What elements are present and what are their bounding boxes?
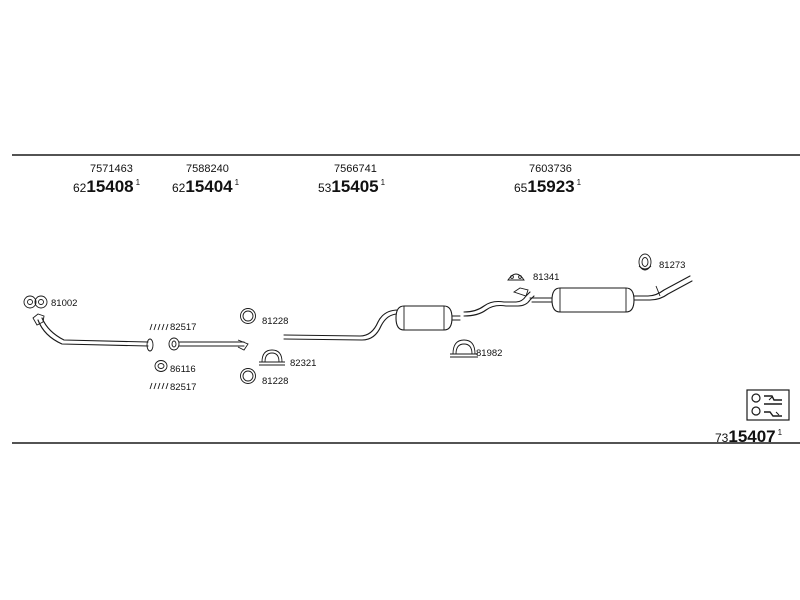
part-mark: 1: [381, 178, 386, 187]
part-main: 15407: [728, 427, 775, 446]
part-main: 15405: [331, 177, 378, 196]
part-mark: 1: [577, 178, 582, 187]
oe-code: 7603736: [529, 163, 572, 175]
spring-ring-icon: [154, 360, 168, 372]
hanger-ring-icon: [638, 253, 652, 271]
part-label-82517-top: 82517: [170, 322, 196, 333]
front-pipe[interactable]: [23, 295, 154, 352]
oe-code: 7588240: [186, 163, 229, 175]
part-prefix: 73: [715, 431, 729, 445]
u-clamp-icon: [259, 349, 285, 366]
center-pipe-with-silencer[interactable]: [283, 305, 461, 341]
part-label-86116: 86116: [170, 364, 196, 375]
part-prefix: 62: [172, 181, 186, 195]
part-prefix: 62: [73, 181, 87, 195]
part-label-81228-top: 81228: [262, 316, 288, 327]
part-main: 15923: [527, 177, 574, 196]
part-label-81341: 81341: [533, 272, 559, 283]
bolt-set-icon: [149, 323, 169, 390]
part-label-81002: 81002: [51, 298, 77, 309]
part-prefix: 65: [514, 181, 528, 195]
part-main: 15404: [185, 177, 233, 196]
part-mark: 1: [778, 428, 783, 437]
oe-code: 7571463: [90, 163, 133, 175]
part-label-82321: 82321: [290, 358, 316, 369]
kit-box-icon: [746, 389, 790, 421]
part-label-81273: 81273: [659, 260, 685, 271]
part-label-81228-bottom: 81228: [262, 376, 288, 387]
part-label-82517-bottom: 82517: [170, 382, 196, 393]
part-main: 15408: [86, 177, 133, 196]
part-mark: 1: [136, 178, 141, 187]
gasket-icon: [23, 295, 48, 309]
rubber-hanger-icon: [507, 273, 525, 281]
oe-code: 7566741: [334, 163, 377, 175]
sealing-ring-icon: [240, 308, 256, 384]
part-label-81982: 81982: [476, 348, 502, 359]
intermediate-pipe[interactable]: [168, 337, 249, 351]
part-mark: 1: [235, 178, 240, 187]
part-prefix: 53: [318, 181, 332, 195]
rear-silencer-assembly[interactable]: [463, 275, 693, 317]
u-clamp-icon: [450, 339, 478, 358]
